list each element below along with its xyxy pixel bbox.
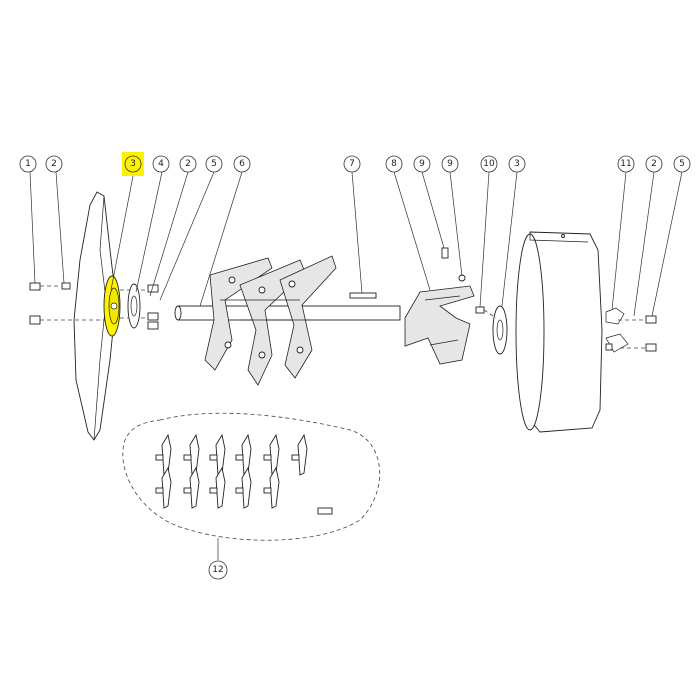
callout-10: 10	[480, 155, 498, 173]
svg-text:5: 5	[211, 159, 217, 169]
tine-piece	[269, 466, 280, 509]
tine-bolt	[155, 487, 164, 494]
tine-bolt	[209, 487, 218, 494]
shaft-key	[349, 292, 377, 299]
tine-bolt	[183, 454, 192, 461]
callout-12: 12	[208, 560, 228, 580]
tine-piece	[297, 433, 308, 476]
right-bearing	[475, 305, 508, 355]
shaft	[174, 305, 401, 321]
svg-text:6: 6	[239, 159, 245, 169]
svg-text:7: 7	[349, 159, 355, 169]
tine-piece	[215, 466, 226, 509]
callout-9-second: 9	[441, 155, 459, 173]
tine-piece	[215, 433, 226, 476]
svg-text:10: 10	[483, 159, 495, 169]
callout-3-right: 3	[508, 155, 526, 173]
svg-text:9: 9	[419, 159, 425, 169]
svg-text:2: 2	[51, 159, 57, 169]
tine-piece	[241, 466, 252, 509]
highlighted-hub-part-3	[103, 275, 121, 337]
svg-text:3: 3	[130, 159, 136, 169]
svg-text:9: 9	[447, 159, 453, 169]
tine-piece	[161, 466, 172, 509]
callout-3-highlighted: 3	[124, 155, 142, 173]
svg-text:5: 5	[679, 159, 685, 169]
gearbox-bracket	[404, 247, 475, 365]
callout-11: 11	[617, 155, 635, 173]
bearing-plate	[127, 283, 141, 329]
svg-text:11: 11	[620, 159, 631, 169]
callout-6: 6	[233, 155, 251, 173]
callout-2: 2	[45, 155, 63, 173]
callout-7: 7	[343, 155, 361, 173]
callout-8: 8	[385, 155, 403, 173]
callout-4: 4	[152, 155, 170, 173]
callout-9: 9	[413, 155, 431, 173]
tine-bolt	[235, 454, 244, 461]
callout-5-right: 5	[673, 155, 691, 173]
tine-piece	[189, 433, 200, 476]
callout-5: 5	[205, 155, 223, 173]
svg-text:2: 2	[651, 159, 657, 169]
right-drum-housing	[515, 231, 629, 433]
tine-bolt	[263, 487, 272, 494]
tine-piece	[269, 433, 280, 476]
right-bolts	[605, 315, 657, 352]
tine-kit-group	[122, 412, 381, 541]
svg-text:2: 2	[185, 159, 191, 169]
svg-text:1: 1	[25, 159, 31, 169]
callout-2-right: 2	[645, 155, 663, 173]
tine-piece	[241, 433, 252, 476]
svg-text:8: 8	[391, 159, 397, 169]
callout-labels: 1 2 3 4 2 5 6 7 8 9 9 10 3 11 2 5 12	[19, 152, 691, 580]
tine-bolt	[209, 454, 218, 461]
leader-lines	[29, 171, 683, 560]
tine-bolt	[291, 454, 300, 461]
tine-piece	[161, 433, 172, 476]
tine-bolt	[183, 487, 192, 494]
svg-text:12: 12	[212, 565, 223, 575]
tine-bolt	[263, 454, 272, 461]
tine-bolt	[235, 487, 244, 494]
callout-1: 1	[19, 155, 37, 173]
rotor-blade-assembly	[204, 255, 337, 386]
tine-piece	[189, 466, 200, 509]
svg-text:4: 4	[158, 159, 164, 169]
callout-2-second: 2	[179, 155, 197, 173]
svg-text:3: 3	[514, 159, 520, 169]
tine-bolt	[155, 454, 164, 461]
